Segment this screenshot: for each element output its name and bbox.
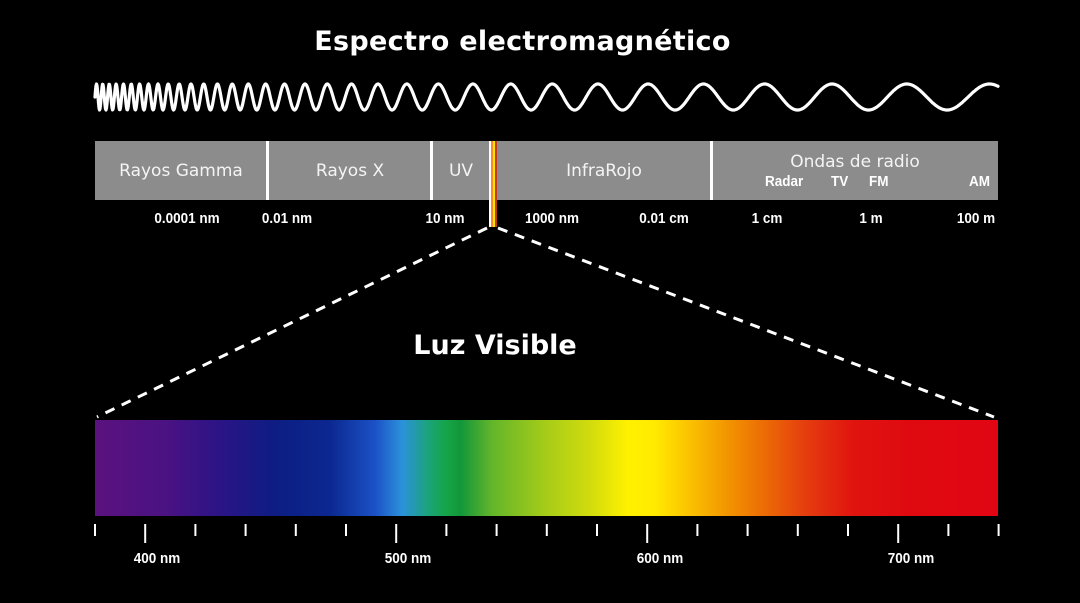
spectrum-band <box>95 141 998 200</box>
wavelength-label: 1000 nm <box>524 210 580 227</box>
radio-sub-am: AM <box>969 173 990 190</box>
visible-light-title: Luz Visible <box>413 330 577 361</box>
wavelength-label: 0.0001 nm <box>154 210 220 227</box>
wavelength-label: 0.01 nm <box>261 210 313 227</box>
band-infrared: InfraRojo <box>566 160 642 181</box>
band-xray: Rayos X <box>315 160 385 181</box>
visible-label: 400 nm <box>133 550 181 567</box>
visible-light-strip <box>489 141 498 227</box>
diagram-title: Espectro electromagnético <box>314 26 731 57</box>
radio-sub-fm: FM <box>869 173 889 190</box>
visible-label: 700 nm <box>887 550 935 567</box>
visible-label: 500 nm <box>384 550 432 567</box>
wavelength-label: 1 cm <box>751 210 783 227</box>
band-separator <box>710 141 713 200</box>
wavelength-label: 1 m <box>859 210 883 227</box>
radio-sub-radar: Radar <box>765 173 804 190</box>
band-radio: Ondas de radio <box>790 152 920 172</box>
band-separator <box>266 141 269 200</box>
wavelength-label: 10 nm <box>425 210 465 227</box>
visible-label: 600 nm <box>636 550 684 567</box>
band-uv: UV <box>448 160 474 181</box>
radio-sub-tv: TV <box>831 173 849 190</box>
band-separator <box>430 141 433 200</box>
band-gamma: Rayos Gamma <box>119 160 243 181</box>
visible-spectrum-gradient <box>95 420 998 516</box>
wavelength-label: 0.01 cm <box>639 210 689 227</box>
wavelength-label: 100 m <box>956 210 996 227</box>
